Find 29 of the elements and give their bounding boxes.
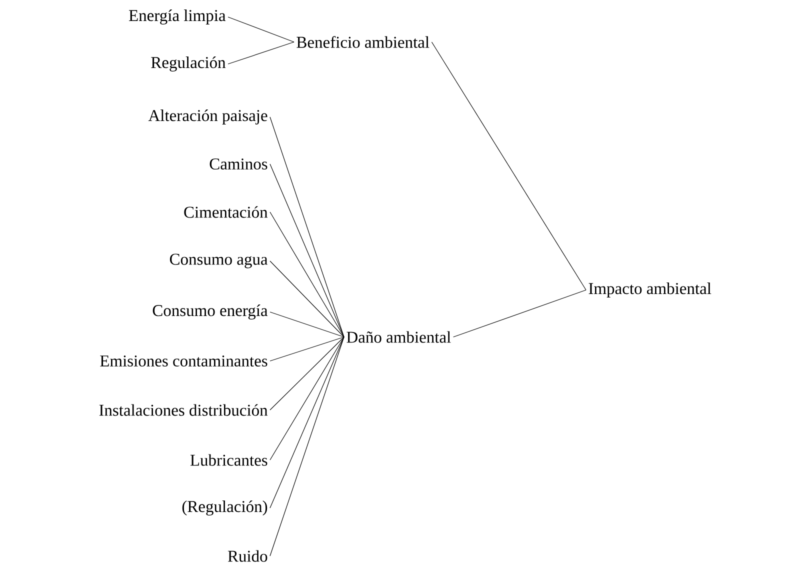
connector-line xyxy=(270,312,344,338)
node-text: Ruido xyxy=(228,550,268,562)
node-text: Beneficio ambiental xyxy=(296,36,430,48)
connector-line xyxy=(270,336,344,508)
connector-line xyxy=(270,212,344,338)
connector-line xyxy=(270,260,344,338)
node-text: Energía limpia xyxy=(128,10,226,25)
node-text: (Regulación) xyxy=(182,500,268,516)
connector-line xyxy=(453,290,586,338)
connector-line xyxy=(270,336,344,410)
node-text: Impacto ambiental xyxy=(588,282,712,298)
node-text: Daño ambiental xyxy=(346,331,451,343)
node-text: Instalaciones distribución xyxy=(99,404,268,416)
node-text: Regulación xyxy=(151,56,226,72)
connector-line xyxy=(270,336,344,556)
connector-line xyxy=(270,164,344,338)
connector-line xyxy=(228,16,294,42)
node-text: Emisiones contaminantes xyxy=(100,355,268,367)
connector-line xyxy=(431,42,586,290)
node-text: Consumo energía xyxy=(152,304,268,320)
node-text: Caminos xyxy=(210,158,268,170)
connector-line xyxy=(270,336,344,460)
connector-line xyxy=(228,42,294,64)
connector-line xyxy=(270,116,344,338)
node-text: Cimentación xyxy=(184,206,268,218)
node-text: Consumo agua xyxy=(170,254,268,268)
connector-line xyxy=(270,336,344,362)
node-text: Lubricantes xyxy=(190,454,268,466)
node-text: Alteración paisaje xyxy=(148,110,268,124)
